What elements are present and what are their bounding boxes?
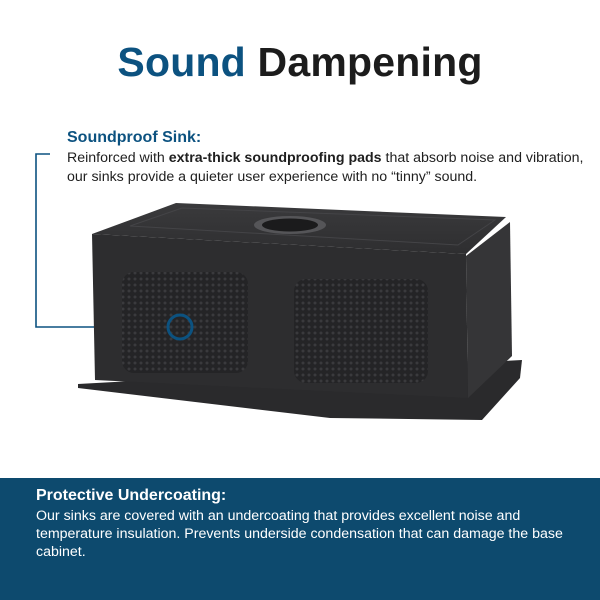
sink-illustration (35, 153, 522, 420)
callout-circle-marker-icon (166, 313, 194, 341)
banner-heading: Protective Undercoating: (36, 487, 227, 504)
sink-side (466, 222, 512, 398)
callout-body: Reinforced with extra-thick soundproofin… (67, 149, 587, 187)
title-rest-word: Dampening (257, 39, 483, 85)
soundproof-pad-right (294, 279, 428, 383)
soundproof-pad-left (122, 272, 248, 373)
callout-body-suffix: that absorb noise and vibration, our sin… (67, 150, 584, 185)
callout-body-prefix: Reinforced with (67, 150, 169, 166)
callout-heading: Soundproof Sink: (67, 129, 202, 146)
undercoating-banner: Protective Undercoating: Our sinks are c… (0, 478, 600, 600)
title-accent-word: Sound (117, 39, 246, 85)
page-title: Sound Dampening (0, 38, 600, 86)
callout-body-bold: extra-thick soundproofing pads (168, 150, 382, 166)
banner-body: Our sinks are covered with an undercoati… (36, 508, 563, 560)
